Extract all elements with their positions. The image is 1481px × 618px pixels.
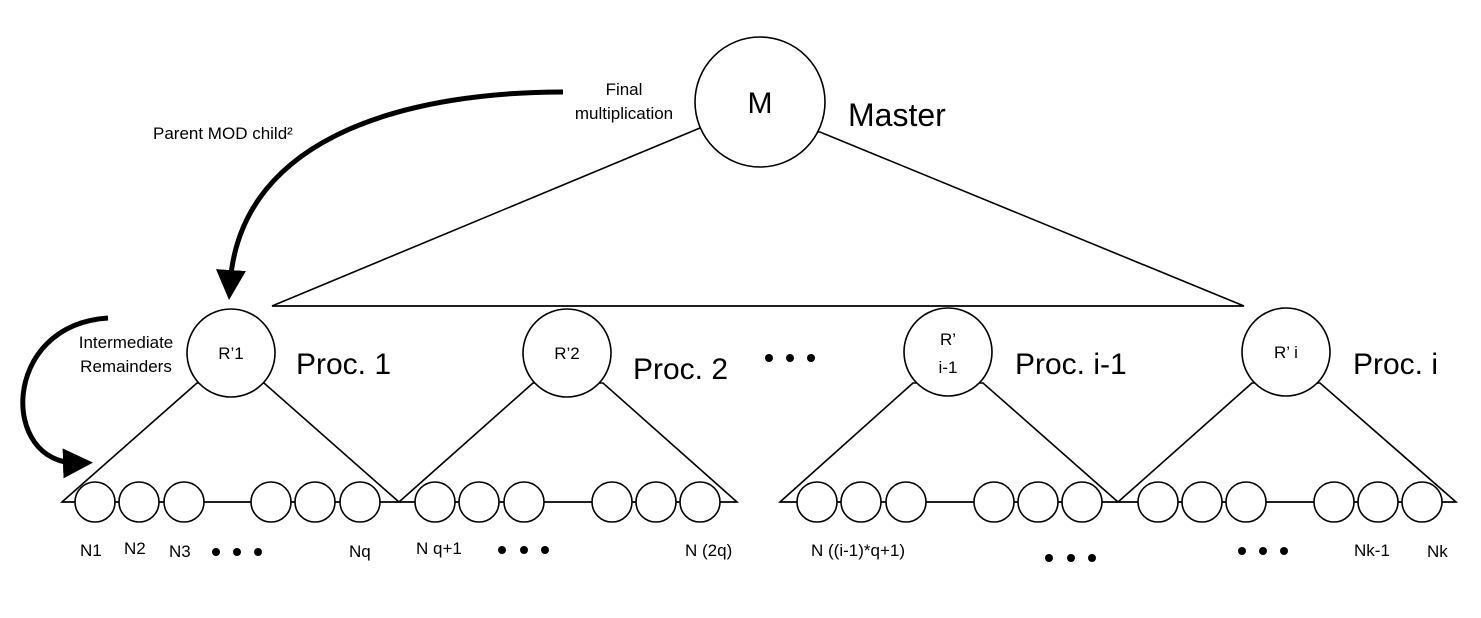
master-label: Master (848, 97, 946, 133)
ellipsis-dot (1088, 554, 1096, 562)
leaf-label-nq: Nq (349, 542, 371, 561)
ellipsis-dot (233, 548, 241, 556)
leaf-node[interactable] (250, 481, 292, 523)
leaf-node[interactable] (1401, 481, 1443, 523)
leaf-node[interactable] (591, 481, 633, 523)
ellipsis-dot (254, 548, 262, 556)
leaf-node[interactable] (1181, 481, 1223, 523)
master-node[interactable] (694, 36, 826, 168)
proc-i-1-node-label-line2: i-1 (939, 358, 958, 377)
ellipsis-dot (1259, 547, 1267, 555)
leaf-node[interactable] (973, 481, 1015, 523)
proc-i-label: Proc. i (1353, 348, 1438, 381)
intermediate-remainders-line2: Remainders (80, 357, 172, 376)
proc1-node[interactable] (186, 308, 276, 398)
leaf-node[interactable] (1357, 481, 1399, 523)
leaf-node[interactable] (74, 481, 116, 523)
ellipsis-dot (1067, 554, 1075, 562)
proc-i-node[interactable] (1241, 307, 1331, 397)
leaf-node[interactable] (1061, 481, 1103, 523)
ellipsis-dot (520, 546, 528, 554)
parent-mod-arrow (216, 89, 564, 300)
leaf-node[interactable] (163, 481, 205, 523)
proc-i-1-label: Proc. i-1 (1015, 348, 1127, 381)
leaf-node[interactable] (458, 481, 500, 523)
ellipsis-dot (786, 354, 794, 362)
ellipsis-dot (1238, 547, 1246, 555)
proc2-tree-triangle (396, 382, 740, 503)
leaf-label-nk-1: Nk-1 (1354, 541, 1390, 560)
leaf-label-n2q: N (2q) (685, 541, 732, 560)
proc-i-1-node[interactable] (903, 307, 993, 397)
leaf-node[interactable] (1225, 481, 1267, 523)
leaf-label-ni: N ((i-1)*q+1) (811, 541, 905, 560)
leaf-node[interactable] (1137, 481, 1179, 523)
proc-i-node-label: R’ i (1274, 343, 1298, 362)
leaf-node[interactable] (118, 481, 160, 523)
proc2-label: Proc. 2 (633, 353, 728, 386)
leaf-node[interactable] (1313, 481, 1355, 523)
ellipsis-dot (212, 548, 220, 556)
leaf-label-n1: N1 (80, 541, 102, 560)
proc-i-tree-triangle (1115, 382, 1459, 503)
leaf-node[interactable] (1017, 481, 1059, 523)
proc1-tree-triangle (59, 382, 402, 503)
ellipsis-dot (807, 354, 815, 362)
leaf-node[interactable] (840, 481, 882, 523)
proc1-label: Proc. 1 (296, 348, 391, 381)
leaf-nodes (74, 481, 1443, 523)
leaf-label-n3: N3 (169, 542, 191, 561)
leaf-node[interactable] (796, 481, 838, 523)
leaf-label-n2: N2 (124, 539, 146, 558)
proc1-node-label: R’1 (218, 344, 244, 363)
parent-mod-label: Parent MOD child² (153, 124, 293, 143)
ellipsis-dot (1280, 547, 1288, 555)
proc-i-1-node-label-line1: R’ (940, 330, 956, 349)
leaf-node[interactable] (294, 481, 336, 523)
final-multiplication-line1: Final (606, 80, 643, 99)
proc-i-1-tree-triangle (777, 382, 1121, 503)
proc2-node[interactable] (522, 308, 612, 398)
leaf-node[interactable] (503, 481, 545, 523)
final-multiplication-line2: multiplication (575, 104, 673, 123)
proc2-node-label: R’2 (554, 344, 580, 363)
leaf-label-nq1: N q+1 (416, 539, 462, 558)
ellipsis-dot (765, 354, 773, 362)
ellipsis-dot (498, 546, 506, 554)
ellipsis-dots (212, 354, 1288, 562)
intermediate-remainders-line1: Intermediate (79, 333, 174, 352)
leaf-node[interactable] (414, 481, 456, 523)
intermediate-remainders-arrow (20, 315, 109, 479)
leaf-node[interactable] (339, 481, 381, 523)
ellipsis-dot (1045, 554, 1053, 562)
leaf-label-nk: Nk (1427, 542, 1448, 561)
leaf-node[interactable] (885, 481, 927, 523)
leaf-node[interactable] (635, 481, 677, 523)
leaf-node[interactable] (679, 481, 721, 523)
master-node-label: M (748, 87, 773, 120)
ellipsis-dot (541, 546, 549, 554)
